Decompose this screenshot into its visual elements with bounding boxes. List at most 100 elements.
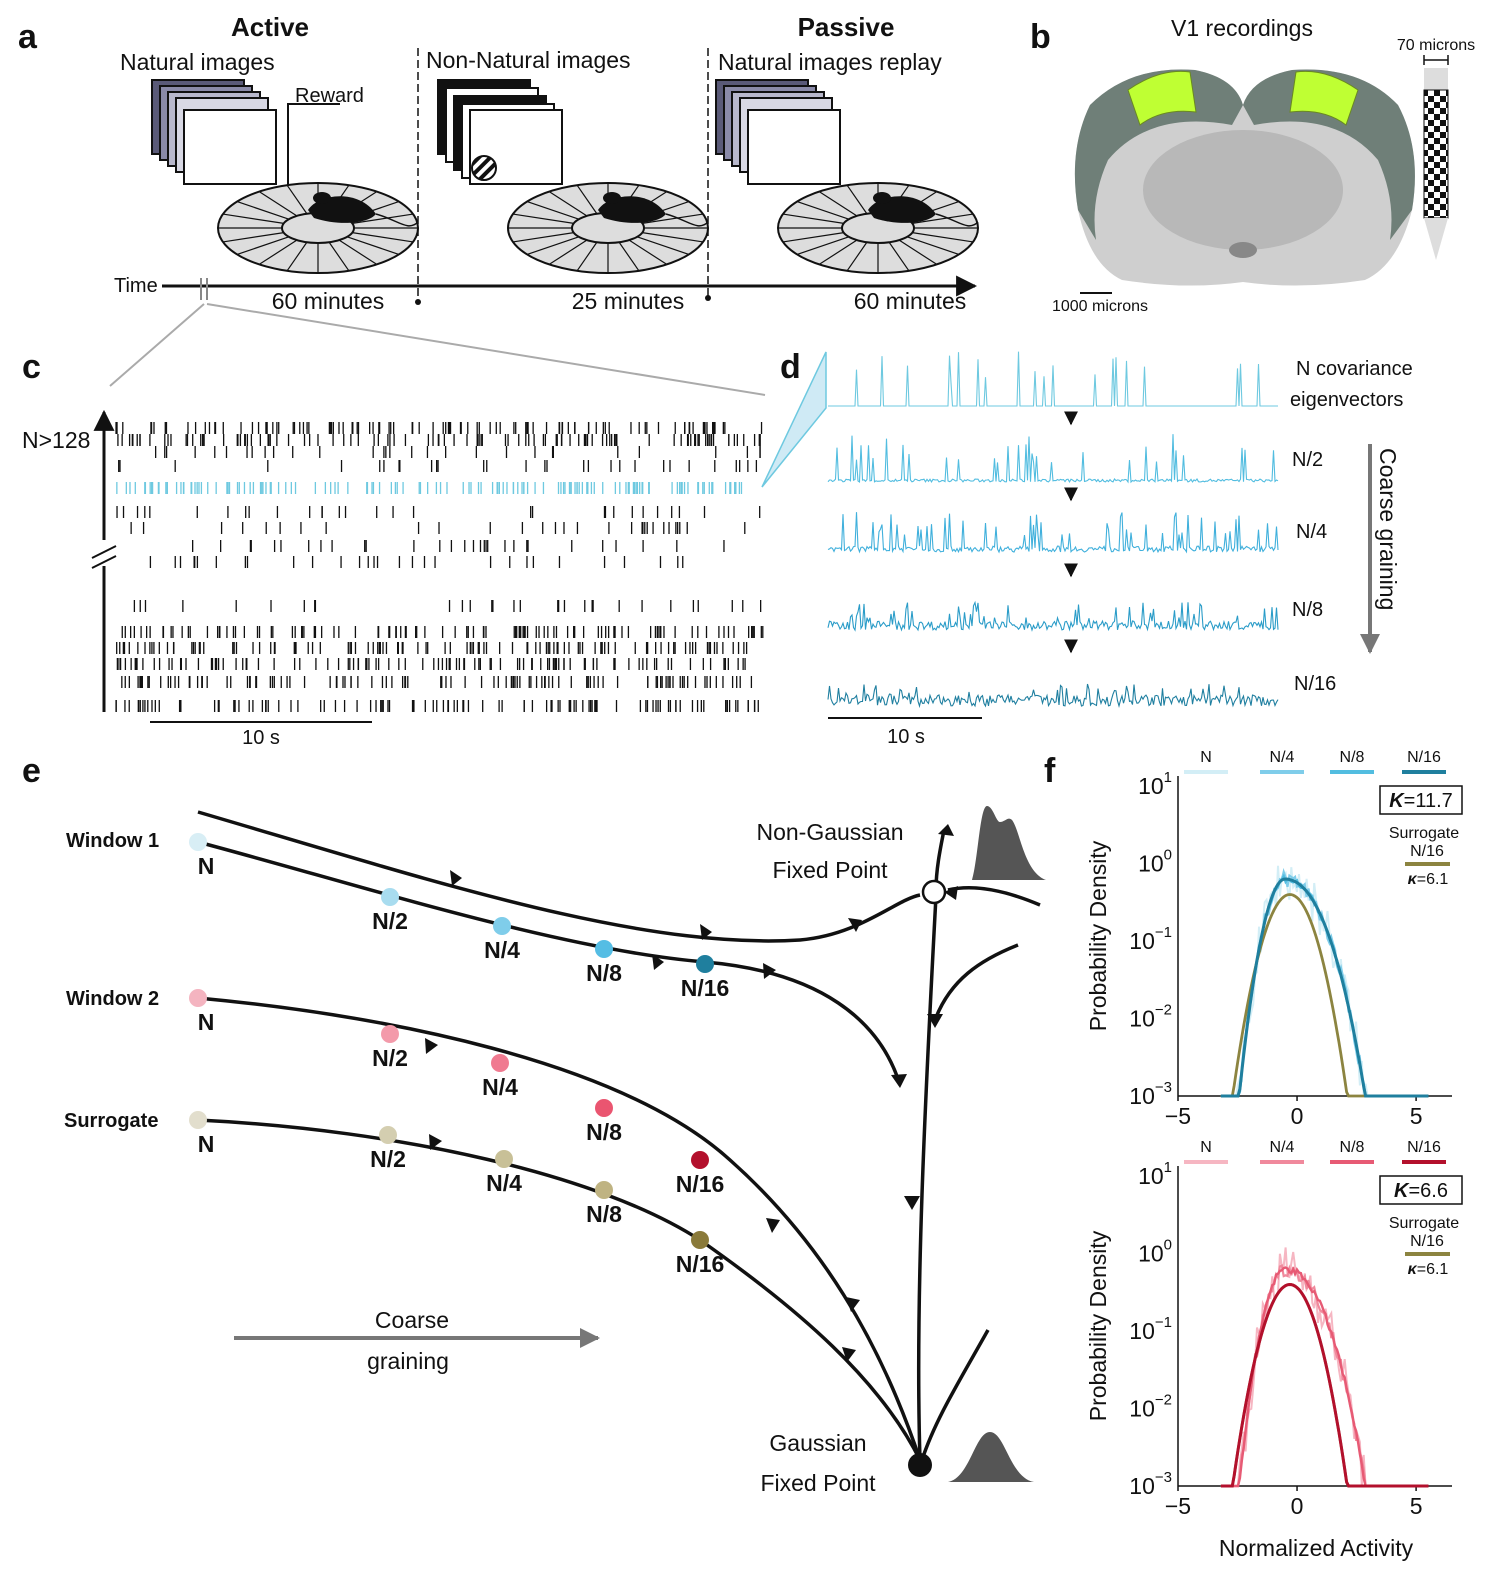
kappa-value: K=6.6 [1394,1180,1448,1202]
x-tick-label: 5 [1410,1493,1423,1519]
kappa-value: K=11.7 [1389,790,1453,812]
mouse-icon-1 [308,192,419,227]
spike-raster [115,422,764,712]
x-tick-label: −5 [1165,1103,1191,1129]
rg-node [495,1150,513,1168]
coarse-label-2: graining [367,1348,449,1374]
mouse-icon-2 [598,192,709,227]
panel-e-letter: e [22,752,41,790]
trace-level-4 [827,683,1279,709]
row-surrogate-label: Surrogate [64,1110,158,1132]
gaussian-label-1: Gaussian [769,1430,866,1456]
probe-scale-label: 70 microns [1397,37,1475,54]
x-tick-label: 0 [1291,1493,1304,1519]
raster-row [115,700,759,712]
x-tick-label: −5 [1165,1493,1191,1519]
coronal-brain-section [1074,69,1415,286]
surrogate-level-label: N/16 [1410,1233,1444,1250]
rg-node-label: N/2 [372,1045,408,1071]
trace-level-2 [827,512,1279,554]
bimodal-distribution-icon [960,806,1046,880]
rg-node [595,1181,613,1199]
rg-node-label: N [198,1131,215,1157]
trace-scale-label: 10 s [887,726,925,748]
panel-c: c N>128 10 s [22,303,766,749]
reward-label: Reward [295,85,364,107]
coarse-grained-traces [827,351,1279,709]
kappa-box [1379,785,1463,815]
rg-node [189,989,207,1007]
x-tick-label: 5 [1410,1103,1423,1129]
neuron-count-label: N>128 [22,427,90,453]
surrogate-kappa: κ=6.1 [1408,1261,1449,1278]
y-tick-label: 101 [1138,1159,1172,1189]
legend-label: N/16 [1407,749,1441,766]
density-curve-N16 [1220,1282,1429,1488]
y-axis-label: Probability Density [1085,840,1111,1031]
rg-node-label: N [198,853,215,879]
rg-node-label: N/16 [681,975,730,1001]
raster-row [130,522,746,534]
legend-label: N [1200,1139,1212,1156]
panel-a-letter: a [18,18,38,56]
y-tick-label: 10−1 [1129,1314,1172,1344]
raster-row [192,540,725,552]
time-label: Time [114,275,158,297]
density-curve-N16 [1220,877,1429,1098]
surrogate-level-label: N/16 [1410,843,1444,860]
x-tick-label: 0 [1291,1103,1304,1129]
level-1-label: N/2 [1292,449,1323,471]
raster-scale-label: 10 s [242,727,280,749]
rg-node-label: N/16 [676,1251,725,1277]
rg-node [381,1025,399,1043]
legend-label: N/16 [1407,1139,1441,1156]
y-tick-label: 10−2 [1129,1392,1172,1422]
panel-f-letter: f [1044,752,1056,790]
trace-level-1 [827,434,1279,484]
y-tick-label: 10−2 [1129,1002,1172,1032]
legend-label: N/8 [1340,749,1365,766]
trace-level-3 [827,600,1279,632]
treadmill-wheels [217,182,979,274]
trace-level-0 [828,351,1278,407]
epoch-1-duration: 60 minutes [272,288,385,314]
kappa-box [1379,1175,1463,1205]
raster-row [115,422,763,434]
y-tick-label: 101 [1138,769,1172,799]
panel-a: a Active Passive Natural images Non-Natu… [18,12,979,314]
level-4-label: N/16 [1294,673,1336,695]
row-window-2-label: Window 2 [66,988,159,1010]
rg-node [691,1231,709,1249]
active-title: Active [231,12,309,42]
rg-node [595,940,613,958]
zoom-line-right [206,303,766,396]
level-3-label: N/8 [1292,599,1323,621]
flow-arrowheads [425,824,958,1362]
epoch-3-duration: 60 minutes [854,288,967,314]
panel-d-letter: d [780,348,801,386]
rg-node-label: N/2 [372,908,408,934]
rg-node-label: N/16 [676,1171,725,1197]
raster-row-highlighted [116,482,743,494]
raster-row [116,642,748,654]
panel-b-title: V1 recordings [1171,15,1313,41]
gaussian-distribution-icon [948,1432,1034,1482]
brain-scale-label: 1000 microns [1052,298,1148,315]
level-2-label: N/4 [1296,521,1327,543]
panel-d: d N covariance eigenvectors N/2 N/4 N/8 … [761,348,1413,748]
coarse-label-1: Coarse [375,1307,449,1333]
rg-node [189,833,207,851]
panel-b-letter: b [1030,18,1051,56]
rg-node-label: N/8 [586,1201,622,1227]
y-tick-label: 10−3 [1129,1079,1172,1109]
non-gaussian-fixed-point [921,879,947,905]
raster-row [121,676,753,688]
gaussian-label-2: Fixed Point [760,1470,876,1496]
rg-node [379,1126,397,1144]
surrogate-label: Surrogate [1389,1215,1459,1232]
legend-label: N/4 [1270,1139,1295,1156]
